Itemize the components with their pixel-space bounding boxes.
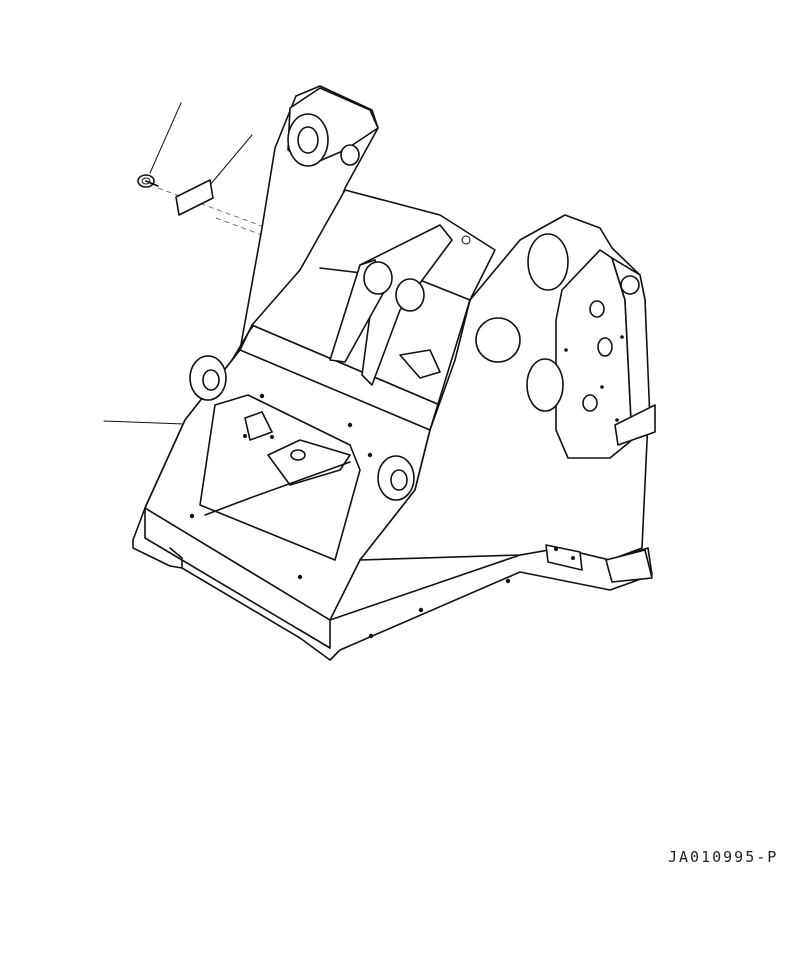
drawing-code-label: JA010995-P — [668, 848, 779, 866]
leader-line-bolt — [149, 102, 182, 174]
bolt-part — [137, 174, 159, 188]
leader-line-frame — [103, 420, 185, 425]
leader-line-plate — [209, 134, 253, 186]
frame-body — [132, 85, 656, 661]
plate-part — [175, 179, 214, 216]
